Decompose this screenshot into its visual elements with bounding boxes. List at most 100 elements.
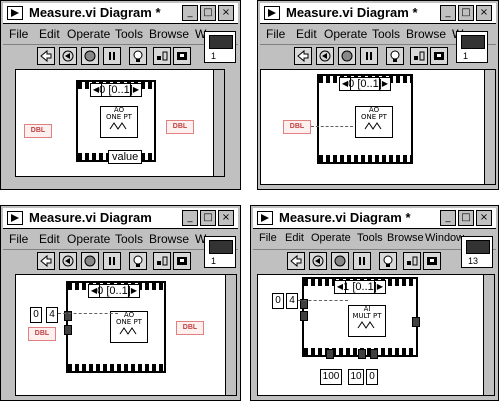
run-continuous-button[interactable]	[59, 252, 77, 270]
menu-operate[interactable]: Operate	[324, 27, 368, 41]
vertical-scrollbar[interactable]	[483, 275, 494, 395]
highlight-execution-button[interactable]	[129, 47, 147, 65]
menu-file[interactable]: File	[266, 27, 286, 41]
titlebar[interactable]: Measure.vi Diagram * _ □ ×	[3, 3, 238, 24]
frame-selector[interactable]: ◀0 [0..1]▶	[90, 83, 142, 97]
maximize-button[interactable]: □	[458, 5, 474, 21]
step-into-button[interactable]	[153, 47, 171, 65]
highlight-execution-button[interactable]	[129, 252, 147, 270]
menu-file[interactable]: File	[9, 27, 29, 41]
block-diagram[interactable]: ◀1 [0..1]▶ AI MULT PT 0 4 100 10 0	[257, 274, 495, 396]
step-over-button[interactable]	[173, 252, 191, 270]
run-arrow-button[interactable]	[294, 47, 312, 65]
frame-selector[interactable]: ◀0 [0..1]▶	[88, 284, 140, 298]
pause-button[interactable]	[103, 47, 121, 65]
close-button[interactable]: ×	[476, 210, 492, 226]
menu-operate[interactable]: Operate	[67, 232, 111, 246]
minimize-button[interactable]: _	[440, 5, 456, 21]
step-over-button[interactable]	[423, 252, 441, 270]
constant-4[interactable]: 4	[286, 293, 298, 309]
close-button[interactable]: ×	[218, 5, 234, 21]
run-arrow-button[interactable]	[37, 252, 55, 270]
ao-one-pt-vi[interactable]: AO ONE PT	[355, 106, 393, 138]
abort-button[interactable]	[331, 252, 349, 270]
constant-0-bottom[interactable]: 0	[366, 369, 378, 385]
dbl-terminal-right[interactable]: DBL	[166, 120, 194, 134]
constant-10[interactable]: 10	[348, 369, 364, 385]
dbl-terminal-left[interactable]: DBL	[28, 327, 56, 341]
minimize-button[interactable]: _	[182, 210, 198, 226]
pause-button[interactable]	[353, 252, 371, 270]
menu-operate[interactable]: Operate	[67, 27, 111, 41]
abort-button[interactable]	[81, 252, 99, 270]
step-into-button[interactable]	[410, 47, 428, 65]
menu-file[interactable]: File	[259, 232, 277, 244]
vertical-scrollbar[interactable]	[484, 70, 495, 184]
close-button[interactable]: ×	[218, 210, 234, 226]
menu-window[interactable]: W	[195, 27, 207, 41]
close-button[interactable]: ×	[476, 5, 492, 21]
vi-icon-connector[interactable]: 1	[456, 31, 488, 63]
run-arrow-button[interactable]	[37, 47, 55, 65]
ao-one-pt-vi[interactable]: AO ONE PT	[110, 311, 148, 343]
maximize-button[interactable]: □	[200, 5, 216, 21]
menu-edit[interactable]: Edit	[296, 27, 317, 41]
dbl-terminal-right[interactable]: DBL	[176, 321, 204, 335]
step-into-button[interactable]	[403, 252, 421, 270]
maximize-button[interactable]: □	[200, 210, 216, 226]
frame-selector[interactable]: ◀0 [0..1]▶	[339, 77, 391, 91]
minimize-button[interactable]: _	[440, 210, 456, 226]
sequence-structure[interactable]: ◀0 [0..1]▶ AO ONE PT value	[76, 80, 156, 164]
step-over-button[interactable]	[430, 47, 448, 65]
sequence-structure[interactable]: ◀1 [0..1]▶ AI MULT PT	[300, 277, 420, 359]
titlebar[interactable]: Measure.vi Diagram _ □ ×	[3, 208, 238, 229]
menu-tools[interactable]: Tools	[115, 232, 144, 246]
abort-button[interactable]	[81, 47, 99, 65]
constant-4[interactable]: 4	[46, 307, 58, 323]
menu-tools[interactable]: Tools	[372, 27, 401, 41]
vi-icon-connector[interactable]: 13	[461, 236, 493, 268]
vertical-scrollbar[interactable]	[225, 275, 236, 395]
menu-edit[interactable]: Edit	[39, 232, 60, 246]
menu-tools[interactable]: Tools	[115, 27, 144, 41]
constant-100[interactable]: 100	[320, 369, 342, 385]
dbl-terminal-left[interactable]: DBL	[24, 124, 52, 138]
highlight-execution-button[interactable]	[386, 47, 404, 65]
vertical-scrollbar[interactable]	[213, 70, 224, 176]
constant-0[interactable]: 0	[30, 307, 42, 323]
highlight-execution-button[interactable]	[379, 252, 397, 270]
vi-icon-connector[interactable]: 1	[204, 236, 236, 268]
run-continuous-button[interactable]	[309, 252, 327, 270]
menu-window[interactable]: W	[195, 232, 207, 246]
menu-browse[interactable]: Browse	[406, 27, 447, 41]
titlebar[interactable]: Measure.vi Diagram * _ □ ×	[260, 3, 496, 24]
pause-button[interactable]	[103, 252, 121, 270]
constant-0[interactable]: 0	[272, 293, 284, 309]
sequence-structure[interactable]: ◀0 [0..1]▶ AO ONE PT	[64, 281, 166, 373]
block-diagram[interactable]: ◀0 [0..1]▶ AO ONE PT DBL	[260, 69, 496, 185]
frame-selector[interactable]: ◀1 [0..1]▶	[334, 280, 386, 294]
step-over-button[interactable]	[173, 47, 191, 65]
block-diagram[interactable]: ◀0 [0..1]▶ AO ONE PT 0 4 DBL DBL	[15, 274, 237, 396]
maximize-button[interactable]: □	[458, 210, 474, 226]
menu-edit[interactable]: Edit	[39, 27, 60, 41]
run-continuous-button[interactable]	[59, 47, 77, 65]
pause-button[interactable]	[360, 47, 378, 65]
ao-one-pt-vi[interactable]: AO ONE PT	[100, 106, 138, 138]
menu-file[interactable]: File	[9, 232, 29, 246]
menu-browse[interactable]: Browse	[387, 232, 424, 244]
menu-tools[interactable]: Tools	[357, 232, 383, 244]
menu-browse[interactable]: Browse	[149, 27, 190, 41]
step-into-button[interactable]	[153, 252, 171, 270]
block-diagram[interactable]: ◀0 [0..1]▶ AO ONE PT value DBL DBL	[15, 69, 225, 177]
ai-mult-pt-vi[interactable]: AI MULT PT	[348, 305, 386, 337]
minimize-button[interactable]: _	[182, 5, 198, 21]
menu-window[interactable]: Window	[425, 232, 465, 244]
run-continuous-button[interactable]	[316, 47, 334, 65]
abort-button[interactable]	[338, 47, 356, 65]
sequence-structure[interactable]: ◀0 [0..1]▶ AO ONE PT	[317, 74, 413, 164]
vi-icon-connector[interactable]: 1	[204, 31, 236, 63]
titlebar[interactable]: Measure.vi Diagram * _ □ ×	[253, 208, 496, 229]
menu-edit[interactable]: Edit	[285, 232, 304, 244]
run-arrow-button[interactable]	[287, 252, 305, 270]
